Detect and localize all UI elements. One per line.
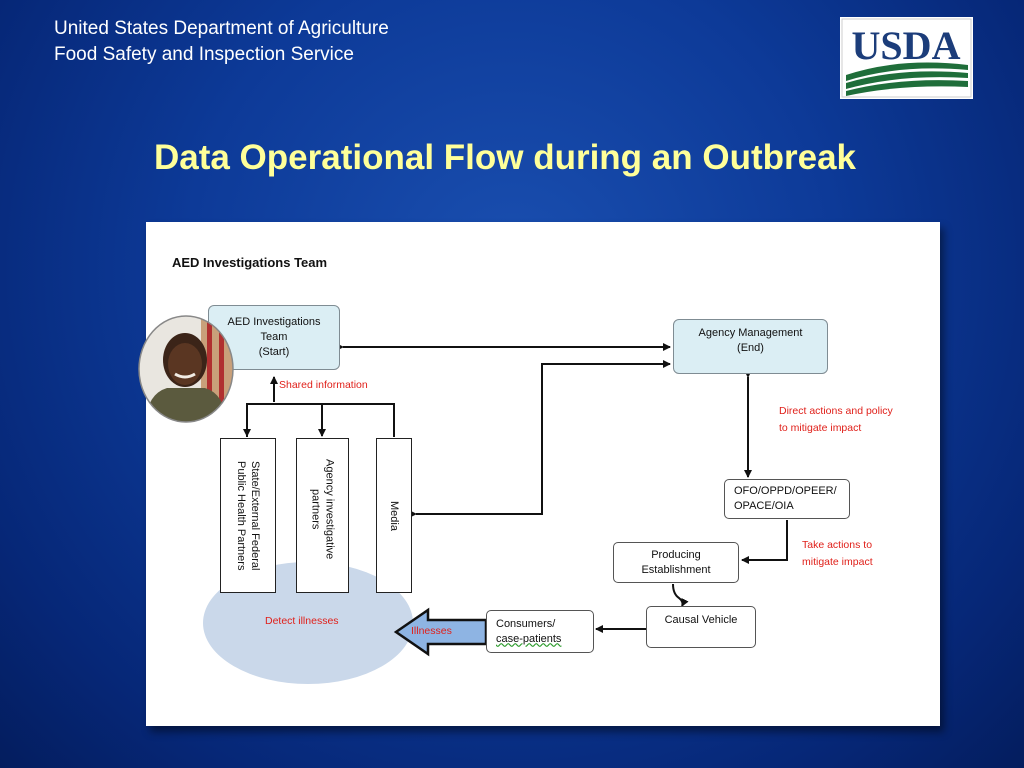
node-agency-management: Agency Management (End) [673,319,828,374]
illnesses-label: Illnesses [411,625,452,637]
node-consumers: Consumers/ case-patients [486,610,594,653]
connector-ofo-producing [741,520,788,564]
illnesses-arrow [393,607,488,657]
node-media: Media [376,438,412,593]
connector-media-management [409,360,671,518]
node-ofo: OFO/OPPD/OPEER/ OPACE/OIA [724,479,850,519]
shared-information-label: Shared information [279,379,368,391]
flow-connectors [243,343,788,657]
team-member-photo [137,314,235,424]
node-agency-partners: Agency investigative partners [296,438,349,593]
diagram-heading: AED Investigations Team [172,255,328,270]
node-causal-vehicle: Causal Vehicle [646,606,756,648]
direct-actions-label: Direct actions and policy to mitigate im… [779,405,893,434]
usda-logo: USDA [840,17,973,99]
agency-line-2: Food Safety and Inspection Service [54,44,354,65]
node-aed-team: AED Investigations Team (Start) [208,305,340,370]
take-actions-label: Take actions to mitigate impact [802,539,873,568]
slide-title: Data Operational Flow during an Outbreak [153,138,857,177]
connector-producing-causal [672,583,689,607]
agency-name: United States Department of Agriculture … [54,16,389,68]
logo-text: USDA [852,23,961,68]
node-state-partners: State/External Federal Public Health Par… [220,438,276,593]
agency-line-1: United States Department of Agriculture [54,18,389,39]
connector-bus [246,403,395,437]
detect-illnesses-label: Detect illnesses [265,615,339,627]
node-producing: Producing Establishment [613,542,739,583]
diagram-panel: AED Investigations Team [146,222,940,726]
